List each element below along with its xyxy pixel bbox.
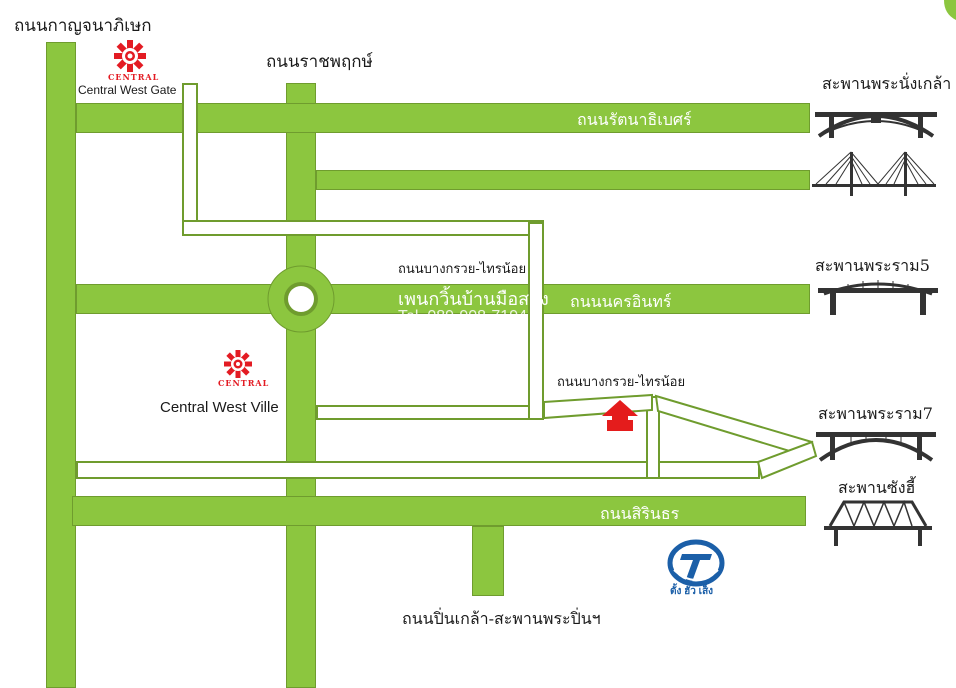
arch-bridge-icon: [818, 280, 938, 315]
road-pin-klao: [472, 526, 504, 596]
label-central-west-gate: Central West Gate: [78, 83, 177, 97]
corner-accent: [944, 0, 956, 20]
label-nakhon-in: ถนนนครอินทร์: [570, 292, 672, 311]
central-logo-text: CENTRAL: [218, 378, 270, 388]
road-nakhon-in: [76, 284, 810, 314]
label-central-west-ville: Central West Ville: [160, 399, 279, 416]
label-ratchaphruek: ถนนราชพฤกษ์: [266, 52, 373, 72]
label-bridge-rama5: สะพานพระราม5: [815, 256, 930, 275]
central-logo-text: CENTRAL: [108, 72, 160, 82]
label-kanchanaphisek: ถนนกาญจนาภิเษก: [14, 16, 152, 36]
road-sirindhorn: [72, 496, 806, 526]
label-bridge-phra-nang-klao: สะพานพระนั่งเกล้า: [822, 74, 952, 93]
cable-stayed-bridge-icon: [812, 151, 936, 196]
arch-bridge-icon: [815, 112, 937, 138]
road-central-west-ville-access: [316, 405, 530, 420]
road-upper-link: [316, 170, 810, 190]
road-rattanathibet: [76, 103, 810, 133]
label-sirindhorn: ถนนสิรินธร: [600, 504, 680, 523]
truss-bridge-icon: [824, 499, 932, 546]
shop-name: เพนกวิ้นบ้านมือสอง: [398, 289, 549, 309]
label-bridge-rama7: สะพานพระราม7: [818, 404, 933, 423]
central-logo-icon: [224, 350, 252, 378]
road-bang-kruai-vertical: [528, 222, 544, 420]
central-logo-icon: [114, 40, 146, 72]
road-kanchanaphisek: [46, 42, 76, 688]
label-bridge-sang-hi: สะพานซังฮี้: [838, 478, 916, 497]
company-logo-icon: [667, 539, 725, 587]
shop-tel: Tel. 089-908-7194: [398, 308, 527, 325]
road-ratchaphruek: [286, 83, 316, 688]
arch-bridge-icon: [816, 432, 936, 462]
label-bang-kruai-2: ถนนบางกรวย-ไทรน้อย: [557, 375, 686, 390]
roundabout: [267, 265, 335, 333]
label-bang-kruai-1: ถนนบางกรวย-ไทรน้อย: [398, 262, 527, 277]
company-logo-caption: ตั้ง ฮั่ว เส็ง: [670, 586, 714, 597]
location-arrow-icon: [602, 400, 638, 431]
label-pin-klao: ถนนปิ่นเกล้า-สะพานพระปิ่นฯ: [402, 609, 601, 628]
label-rattanathibet: ถนนรัตนาธิเบศร์: [577, 110, 692, 129]
